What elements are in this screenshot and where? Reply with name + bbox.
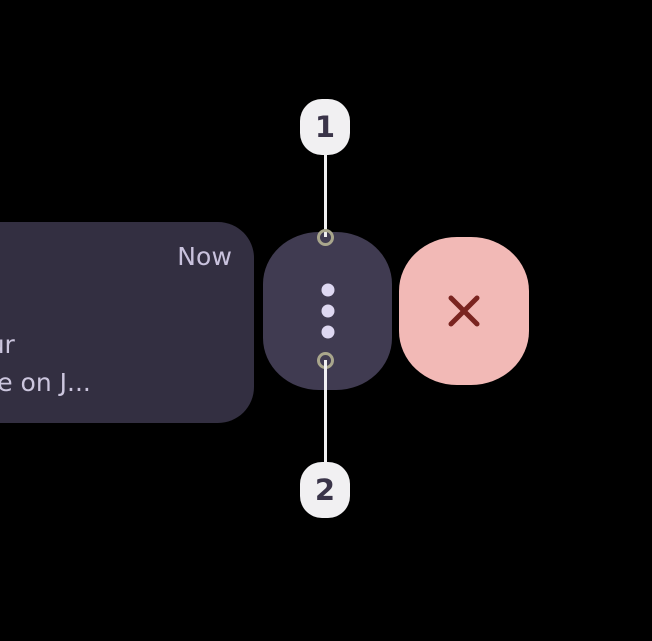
- notification-timestamp: Now: [177, 242, 232, 271]
- notification-dismiss-button[interactable]: [399, 237, 529, 385]
- notification-card[interactable]: Now bank der: Your nt is due on J...: [0, 222, 254, 423]
- annotation-marker-2: 2: [300, 462, 350, 518]
- annotation-marker-1: 1: [300, 99, 350, 155]
- dot-1: [321, 283, 334, 297]
- dot-2: [321, 304, 334, 318]
- notification-body-text: der: Your nt is due on J...: [0, 330, 91, 397]
- annotation-leader-line-1: [324, 153, 327, 237]
- annotation-anchor-point-1: [317, 229, 334, 246]
- close-x-icon: [448, 295, 480, 327]
- dot-3: [321, 325, 334, 339]
- annotation-leader-line-2: [324, 360, 327, 464]
- three-dots-vertical-icon: [321, 283, 334, 339]
